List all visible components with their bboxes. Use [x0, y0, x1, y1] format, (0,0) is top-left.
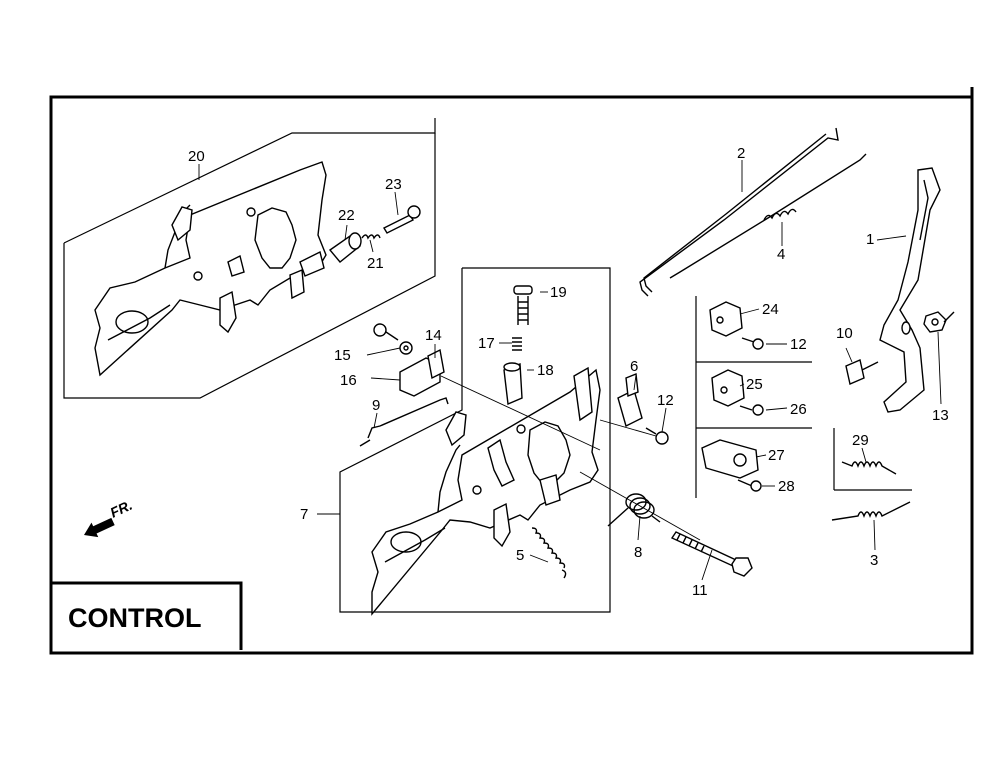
callout-10: 10: [836, 325, 853, 342]
control-lever-1: [879, 167, 941, 413]
callout-5: 5: [516, 547, 524, 564]
callout-17: 17: [478, 335, 495, 352]
callout-19: 19: [550, 284, 567, 301]
callout-12-center: 12: [657, 392, 674, 409]
title-box: CONTROL: [51, 581, 243, 650]
spring-8: [607, 493, 661, 527]
callout-3: 3: [870, 552, 878, 569]
springs-29-3: [831, 461, 911, 521]
callout-22: 22: [338, 207, 355, 224]
callout-25: 25: [746, 376, 763, 393]
subassembly-7-frame: [339, 267, 611, 613]
callout-21: 21: [367, 255, 384, 272]
front-arrow-icon: [84, 517, 115, 538]
front-label: FR.: [108, 497, 135, 521]
parts-10-13: [845, 311, 955, 385]
callout-8: 8: [634, 544, 642, 561]
parts-24-28: [701, 301, 764, 492]
callout-27: 27: [768, 447, 785, 464]
callout-28: 28: [778, 478, 795, 495]
rod-9: [359, 397, 449, 447]
callout-9: 9: [372, 397, 380, 414]
control-base-assembly-20: [94, 161, 327, 377]
rods-2-4: [639, 127, 867, 297]
callout-12-right: 12: [790, 336, 807, 353]
spring-5: [531, 527, 567, 579]
callout-14: 14: [425, 327, 442, 344]
leader-lines: [198, 160, 942, 581]
callout-20: 20: [188, 148, 205, 165]
parts-17-18-19: [503, 285, 533, 406]
callout-18: 18: [537, 362, 554, 379]
bolt-11: [670, 531, 753, 577]
callout-11: 11: [692, 582, 708, 599]
callout-7: 7: [300, 506, 308, 523]
subassembly-20-frame: [63, 118, 436, 399]
front-direction-indicator: FR.: [84, 497, 135, 538]
callout-29: 29: [852, 432, 869, 449]
callout-23: 23: [385, 176, 402, 193]
callout-2: 2: [737, 145, 745, 162]
callout-26: 26: [790, 401, 807, 418]
diagram-frame: [49, 87, 974, 655]
callout-24: 24: [762, 301, 779, 318]
title-label: CONTROL: [68, 603, 201, 633]
callout-6: 6: [630, 358, 638, 375]
callout-16: 16: [340, 372, 357, 389]
callout-15: 15: [334, 347, 351, 364]
parts-14-15-16: [373, 323, 445, 397]
callouts: 20 23 22 21 2 4 1 19 17 18 14 15 16 6 12…: [188, 145, 949, 599]
control-base-assembly-7: [371, 366, 601, 616]
parts-6-12: [617, 373, 669, 445]
callout-13: 13: [932, 407, 949, 424]
group-dividers: [695, 296, 912, 498]
callout-4: 4: [777, 246, 785, 263]
callout-1: 1: [866, 231, 874, 248]
parts-21-22-23: [328, 205, 421, 263]
